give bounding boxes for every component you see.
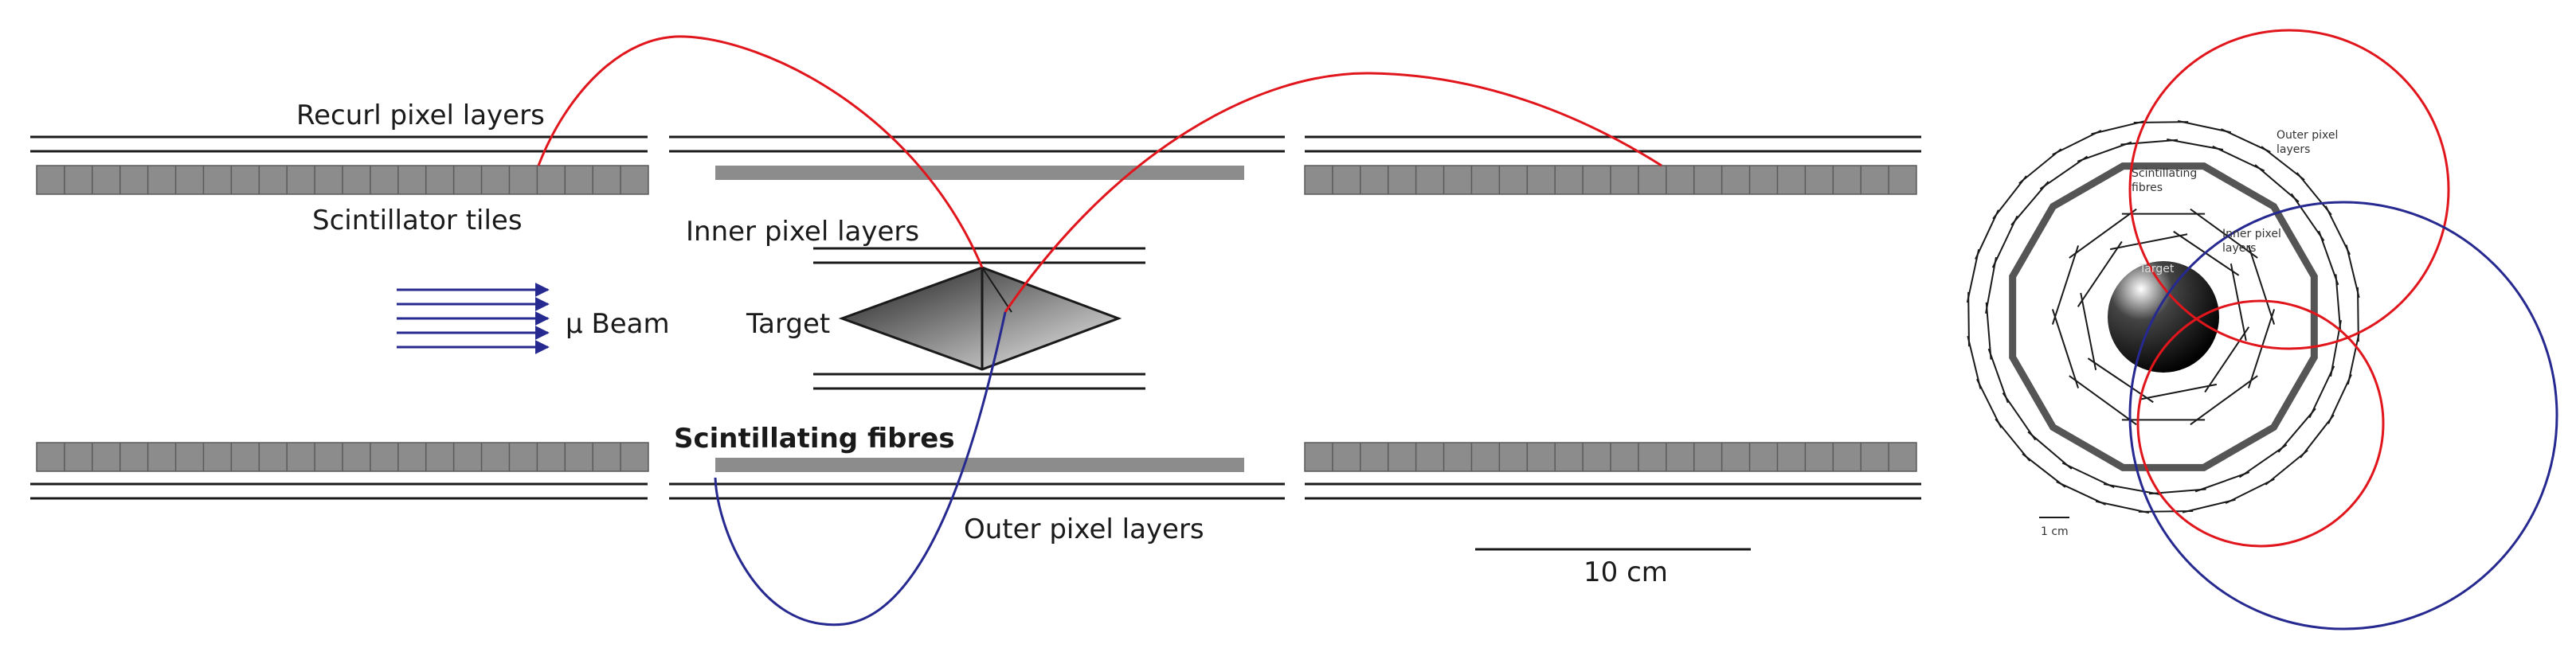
- inset-outer-layer-segment: [2177, 119, 2232, 134]
- inset-outer-layer-segment: [1992, 175, 2027, 220]
- inset-outer-layer-segment: [2194, 471, 2250, 493]
- inset-target: [2108, 261, 2219, 373]
- inset-outer-layer-segment: [1975, 378, 2002, 428]
- inset-outer-layer-segment: [2077, 141, 2132, 162]
- inset-outer-layer-segment: [2290, 193, 2325, 242]
- negative-track: [714, 311, 1007, 627]
- inset-inner-layer-segment: [2247, 245, 2276, 325]
- inset-outer-layer-segment: [2261, 146, 2305, 181]
- inset-label-inner-pixel-2: layers: [2222, 242, 2256, 255]
- inset-outer-layer-segment: [2022, 453, 2066, 488]
- inset-inner-layer-segment: [2139, 383, 2218, 400]
- label-target: Target: [746, 308, 830, 340]
- label-outer-pixel-layers: Outer pixel layers: [964, 513, 1204, 545]
- inset-label-inner-pixel-1: Inner pixel: [2222, 228, 2281, 240]
- inset-inner-layer-segment: [2109, 233, 2188, 251]
- inset-label-target: Target: [2139, 263, 2175, 275]
- inset-outer-layer-segment: [2052, 129, 2102, 156]
- fibre-top: [715, 166, 1244, 180]
- inset-inner-layer-segment: [2080, 292, 2097, 371]
- inset-positive-track-small: [2136, 299, 2385, 548]
- inset-outer-layer-segment: [1991, 215, 2018, 268]
- inset-outer-layer-segment: [2345, 244, 2360, 299]
- inset-inner-layer-segment: [2069, 375, 2137, 426]
- recurl-pixel-layers-top: [30, 135, 1921, 153]
- inset-outer-layer-segment: [2002, 392, 2037, 441]
- inset-inner-layer-segment: [2077, 240, 2123, 307]
- positive-track-2: [1004, 72, 1662, 313]
- inset-outer-layer-segment: [2095, 500, 2150, 514]
- label-scintillating-fibres: Scintillating fibres: [674, 423, 955, 455]
- inset-outer-layer-segment: [2120, 139, 2179, 146]
- inset-inner-layer-segment: [2190, 208, 2258, 259]
- label-recurl-pixel-layers: Recurl pixel layers: [296, 100, 545, 131]
- inset-inner-layer-segment: [2247, 309, 2276, 388]
- inset-scintillating-fibres: [2009, 162, 2318, 471]
- inset-outer-layer-segment: [1966, 248, 1980, 303]
- inset-outer-layer-segment: [2265, 449, 2308, 486]
- inset-outer-layer-segment: [1987, 348, 2009, 404]
- positive-track-1: [537, 35, 984, 268]
- inset-label-scale-bar: 1 cm: [2041, 525, 2069, 538]
- inset-outer-layer-segment: [2167, 139, 2224, 150]
- inset-outer-layer-segment: [2182, 498, 2236, 513]
- inset-outer-layer-segment: [2327, 373, 2352, 424]
- inset-positive-track-large: [2128, 29, 2450, 350]
- inset-outer-layer-segment: [1975, 209, 1999, 260]
- inset-inner-layer-segment: [2190, 375, 2258, 426]
- inset-label-outer-pixel-2: layers: [2277, 143, 2310, 156]
- inset-outer-layer-segment: [1967, 335, 1982, 389]
- inset-outer-layer-segment: [2335, 274, 2342, 332]
- muon-beam-arrows: [397, 283, 550, 354]
- inset-outer-layer-segment: [2010, 181, 2049, 226]
- inset-inner-layer-segment: [2069, 208, 2137, 259]
- inset-inner-layer-segment: [2204, 326, 2250, 393]
- tile-dividers: [64, 166, 1889, 471]
- inset-outer-layer-segment: [2347, 330, 2361, 385]
- inset-label-fibres-1: Scintillating: [2132, 167, 2197, 180]
- inset-outer-layer-segment: [2212, 145, 2265, 172]
- inset-outer-layer-segment: [2225, 478, 2275, 505]
- inset-outer-layer-segment: [2061, 462, 2115, 489]
- label-scale-bar: 10 cm: [1584, 556, 1668, 588]
- inset-outer-layer-segment: [2027, 431, 2073, 470]
- inset-negative-track: [2128, 201, 2558, 631]
- target-double-cone: [838, 266, 1122, 371]
- inset-outer-layer-segment: [2296, 172, 2332, 216]
- inset-outer-layer-segment: [2018, 148, 2062, 185]
- inset-outer-layer-segment: [2318, 230, 2339, 286]
- inset-outer-layer-segment: [2103, 483, 2160, 495]
- inset-outer-layer-segment: [1985, 256, 1997, 314]
- inset-outer-layer-segment: [2238, 443, 2288, 478]
- fibre-bottom: [715, 458, 1244, 472]
- label-inner-pixel-layers: Inner pixel layers: [686, 216, 919, 248]
- inset-outer-layer-segment: [1967, 291, 1970, 347]
- inset-outer-pixel-layers: [1966, 119, 2361, 514]
- inset-inner-layer-segment: [2051, 245, 2080, 325]
- recurl-pixel-layers-bottom: [30, 482, 1921, 500]
- inset-outer-layer-segment: [2091, 120, 2145, 135]
- inset-outer-layer-segment: [2138, 510, 2194, 513]
- label-beam: μ Beam: [566, 308, 670, 340]
- inset-outer-layer-segment: [2254, 164, 2300, 203]
- inset-inner-layer-segment: [2051, 309, 2080, 388]
- inset-outer-layer-segment: [2133, 121, 2189, 123]
- label-scintillator-tiles: Scintillator tiles: [312, 205, 523, 236]
- inset-outer-layer-segment: [2308, 365, 2335, 419]
- inset-outer-layer-segment: [1985, 302, 1992, 360]
- inset-outer-layer-segment: [2056, 481, 2107, 506]
- transverse-inset: Outer pixel layers Scintillating fibres …: [1966, 29, 2558, 631]
- inset-fibre-ring: [2009, 162, 2318, 471]
- inset-outer-layer-segment: [1995, 418, 2031, 462]
- inset-outer-layer-segment: [2220, 128, 2271, 153]
- inset-outer-layer-segment: [2300, 414, 2335, 459]
- inset-outer-layer-segment: [2039, 155, 2089, 190]
- inset-label-fibres-2: fibres: [2132, 182, 2163, 194]
- inset-outer-layer-segment: [2277, 408, 2316, 453]
- inset-label-outer-pixel-1: Outer pixel: [2277, 129, 2338, 142]
- inset-outer-layer-segment: [2324, 205, 2351, 256]
- scintillating-fibres: [715, 166, 1244, 472]
